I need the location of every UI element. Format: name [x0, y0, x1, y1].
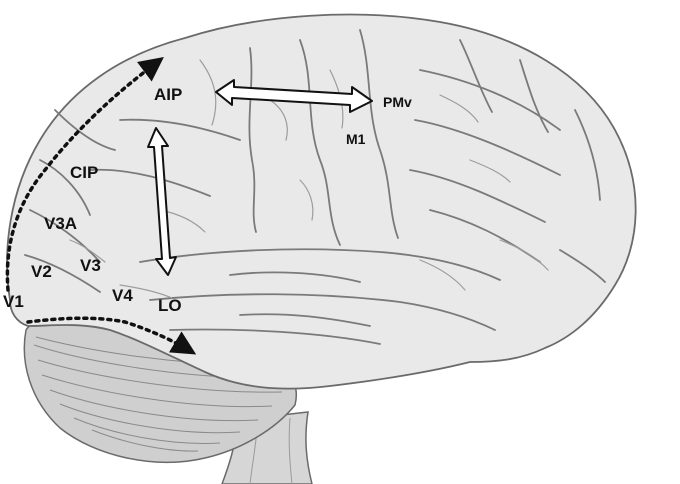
label-pmv: PMv: [383, 95, 412, 109]
label-cip: CIP: [70, 164, 98, 181]
label-v3: V3: [80, 257, 101, 274]
label-aip: AIP: [154, 86, 182, 103]
label-m1: M1: [346, 132, 365, 146]
label-v3a: V3A: [44, 215, 77, 232]
label-v4: V4: [112, 287, 133, 304]
label-lo: LO: [158, 297, 182, 314]
label-v2: V2: [31, 263, 52, 280]
label-v1: V1: [3, 293, 24, 310]
